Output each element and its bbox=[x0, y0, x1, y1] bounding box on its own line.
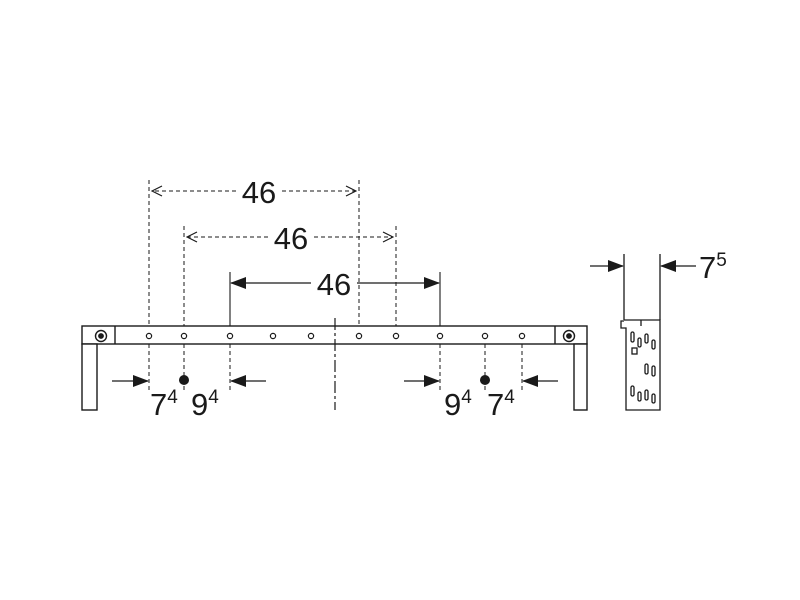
inner-spacing-label: 46 bbox=[317, 267, 351, 302]
dimension-outer-spacing: 46 bbox=[152, 175, 356, 210]
frame-left-leg bbox=[81, 343, 98, 411]
right-fixing-point-icon bbox=[480, 375, 490, 385]
side-view bbox=[620, 254, 661, 411]
right-outer-dimension: 74 bbox=[487, 387, 515, 422]
dimension-inner-spacing: 46 bbox=[230, 267, 440, 302]
left-inner-dimension: 94 bbox=[191, 387, 219, 422]
left-outer-dimension: 74 bbox=[150, 387, 178, 422]
middle-spacing-label: 46 bbox=[274, 221, 308, 256]
left-bolt-icon bbox=[94, 329, 108, 343]
depth-dimension: 75 bbox=[699, 250, 727, 285]
mounting-holes bbox=[145, 332, 526, 340]
frame-right-leg bbox=[573, 343, 588, 411]
dimension-middle-spacing: 46 bbox=[187, 221, 393, 256]
right-inner-dimension: 94 bbox=[444, 387, 472, 422]
outer-spacing-label: 46 bbox=[242, 175, 276, 210]
left-fixing-point-icon bbox=[179, 375, 189, 385]
right-bolt-icon bbox=[562, 329, 576, 343]
